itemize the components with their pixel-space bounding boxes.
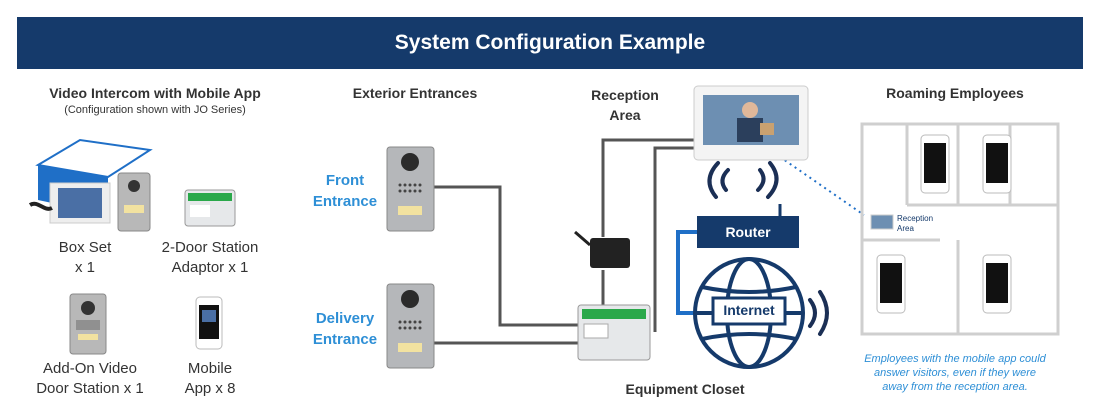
front-entrance-line1: Front	[325, 172, 365, 189]
delivery-entrance-line2: Entrance	[312, 331, 378, 348]
wifi-icon	[707, 161, 779, 199]
network-lines	[676, 230, 697, 315]
kit-item-mobile-app: Mobile App x 8	[165, 359, 255, 399]
reception-line2: Area	[609, 107, 641, 123]
wiring	[434, 138, 700, 345]
dotted-link	[769, 149, 865, 216]
floor-reception-label: Reception Area	[897, 214, 947, 234]
floor-plan	[860, 122, 1060, 336]
router-label: Router	[725, 224, 771, 240]
kit-item-line1: Add-On Video	[43, 360, 137, 377]
equipment-closet-label: Equipment Closet	[625, 381, 745, 397]
center-adaptor-icon	[577, 304, 651, 361]
floor-reception-line2: Area	[897, 224, 914, 233]
front-door-station-icon	[386, 146, 435, 232]
kit-item-line2: Door Station x 1	[36, 380, 144, 397]
power-supply-icon	[574, 230, 630, 268]
floor-plan-phones	[876, 134, 1012, 314]
internet-label: Internet	[723, 302, 775, 318]
roaming-note-line: Employees with the mobile app could	[864, 353, 1046, 365]
front-wire	[434, 185, 578, 327]
kit-item-line2: App x 8	[184, 380, 236, 397]
monitor-wire-1	[601, 138, 700, 237]
delivery-entrance-label: Delivery Entrance	[300, 308, 390, 350]
banner-title: System Configuration Example	[394, 31, 706, 54]
smartphone-icon	[195, 296, 223, 350]
front-entrance-label: Front Entrance	[300, 170, 390, 212]
monitor-icon	[693, 85, 809, 161]
delivery-entrance-line1: Delivery	[315, 310, 375, 327]
kit-item-line2: Adaptor x 1	[171, 259, 249, 276]
banner: System Configuration Example	[17, 17, 1083, 69]
kit-heading: Video Intercom with Mobile App	[49, 85, 261, 101]
roaming-note-line: answer visitors, even if they were	[873, 367, 1036, 379]
internet-label-box	[711, 296, 787, 326]
monitor-wire-2	[653, 146, 700, 332]
kit-item-line1: 2-Door Station	[161, 239, 259, 256]
floor-reception-line1: Reception	[897, 214, 934, 223]
kit-item-line1: Mobile	[187, 360, 233, 377]
router-internet-link	[676, 230, 697, 315]
reception-area-label: Reception Area	[575, 85, 675, 125]
roaming-note-line: away from the reception area.	[882, 381, 1028, 393]
roaming-heading: Roaming Employees	[886, 85, 1024, 101]
kit-item-line2: x 1	[74, 259, 95, 276]
delivery-door-station-icon	[386, 283, 435, 369]
kit-item-adaptor: 2-Door Station Adaptor x 1	[150, 238, 270, 278]
router-icon	[697, 204, 799, 248]
reception-line1: Reception	[591, 87, 659, 103]
kit-subheading: (Configuration shown with JO Series)	[64, 104, 246, 116]
door-station-icon	[69, 293, 107, 355]
kit-item-door-station: Add-On Video Door Station x 1	[25, 359, 155, 399]
wifi-icon	[808, 290, 829, 336]
roaming-note: Employees with the mobile app could answ…	[845, 352, 1065, 394]
mini-monitor-icon	[870, 214, 894, 230]
adaptor-icon	[184, 189, 236, 227]
front-entrance-line2: Entrance	[312, 193, 378, 210]
kit-item-box-set: Box Set x 1	[35, 238, 135, 278]
box-set-icon	[28, 138, 153, 232]
kit-item-line1: Box Set	[58, 239, 112, 256]
exterior-heading: Exterior Entrances	[352, 85, 478, 101]
